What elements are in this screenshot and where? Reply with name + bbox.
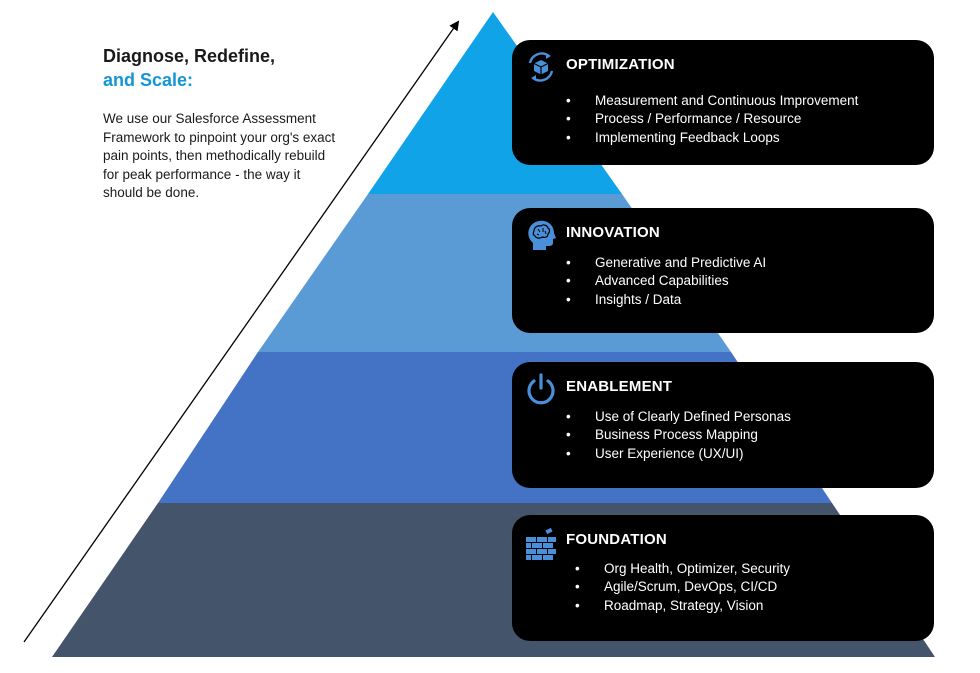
list-item: Advanced Capabilities <box>566 272 766 291</box>
list-item: Agile/Scrum, DevOps, CI/CD <box>575 578 790 597</box>
brain-head-icon <box>528 220 556 250</box>
bullet-list: Generative and Predictive AI Advanced Ca… <box>566 254 766 309</box>
tier-card-enablement: ENABLEMENT Use of Clearly Defined Person… <box>512 362 934 488</box>
tier-card-foundation: FOUNDATION Org Health, Optimizer, Securi… <box>512 515 934 641</box>
intro-paragraph: We use our Salesforce Assessment Framewo… <box>103 111 336 200</box>
growth-arrow <box>23 20 460 643</box>
heading-line-2: and Scale: <box>103 70 194 90</box>
list-item: Process / Performance / Resource <box>566 110 858 129</box>
list-item: Roadmap, Strategy, Vision <box>575 597 790 616</box>
power-icon <box>527 373 555 405</box>
list-item: Business Process Mapping <box>566 426 791 445</box>
bullet-list: Use of Clearly Defined Personas Business… <box>566 408 791 463</box>
list-item: Generative and Predictive AI <box>566 254 766 273</box>
brick-wall-icon <box>526 527 556 560</box>
cycle-box-icon <box>528 52 554 82</box>
heading-line-1: Diagnose, Redefine, <box>103 46 276 66</box>
list-item: Insights / Data <box>566 291 766 310</box>
list-item: Measurement and Continuous Improvement <box>566 92 858 111</box>
list-item: User Experience (UX/UI) <box>566 445 791 464</box>
list-item: Use of Clearly Defined Personas <box>566 408 791 427</box>
bullet-list: Org Health, Optimizer, Security Agile/Sc… <box>575 560 790 615</box>
bullet-list: Measurement and Continuous Improvement P… <box>566 92 858 147</box>
list-item: Implementing Feedback Loops <box>566 129 858 148</box>
tier-title: ENABLEMENT <box>566 378 673 395</box>
page-heading: Diagnose, Redefine, and Scale: <box>103 44 275 92</box>
list-item: Org Health, Optimizer, Security <box>575 560 790 579</box>
tier-card-optimization: OPTIMIZATION Measurement and Continuous … <box>512 40 934 165</box>
tier-title: INNOVATION <box>566 224 660 241</box>
tier-card-innovation: INNOVATION Generative and Predictive AI … <box>512 208 934 333</box>
tier-title: OPTIMIZATION <box>566 56 675 73</box>
tier-title: FOUNDATION <box>566 531 667 548</box>
